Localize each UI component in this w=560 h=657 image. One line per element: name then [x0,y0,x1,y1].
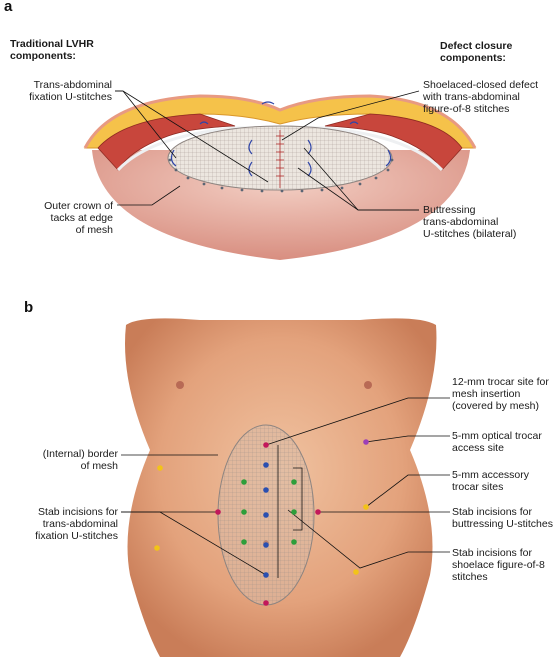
fixation-incision-dot [215,509,221,515]
tacks [168,158,394,193]
shoelace-incision-dot [263,542,269,548]
shoelace-stitches [276,130,284,188]
accessory-incision-dot [154,545,160,551]
panel-b-leaders [121,397,450,578]
accessory-incision-dot [363,504,369,510]
right-muscle [324,113,463,171]
accessory-incision-dot [157,465,163,471]
buttressing-incision-dot [291,509,297,515]
buttressing-incision-dot [291,539,297,545]
accessory-incision-dot [353,569,359,575]
buttressing-incision-dot [241,539,247,545]
shoelace-incision-dot [263,572,269,578]
shoelace-incision-dot [263,462,269,468]
incision-dots [154,439,369,606]
optical-incision-dot [363,439,369,445]
fixation-incision-dot [315,509,321,515]
panel-a-leaders [115,90,420,211]
skin-edge [83,94,477,149]
panel-a-illustration [83,94,477,260]
panel-b-illustration [125,318,437,657]
fixation-incision-dot [263,600,269,606]
shoelace-incision-dot [263,487,269,493]
buttressing-incision-dot [241,509,247,515]
u-stitches [170,101,392,177]
panel-b-letter: b [24,299,34,316]
right-nipple [364,381,372,389]
panel-a-letter: a [4,0,13,15]
left-nipple [176,381,184,389]
shoelace-incision-dot [263,512,269,518]
fixation-incision-dot [263,442,269,448]
buttressing-incision-dot [241,479,247,485]
left-muscle [97,113,236,171]
buttressing-incision-dot [291,479,297,485]
